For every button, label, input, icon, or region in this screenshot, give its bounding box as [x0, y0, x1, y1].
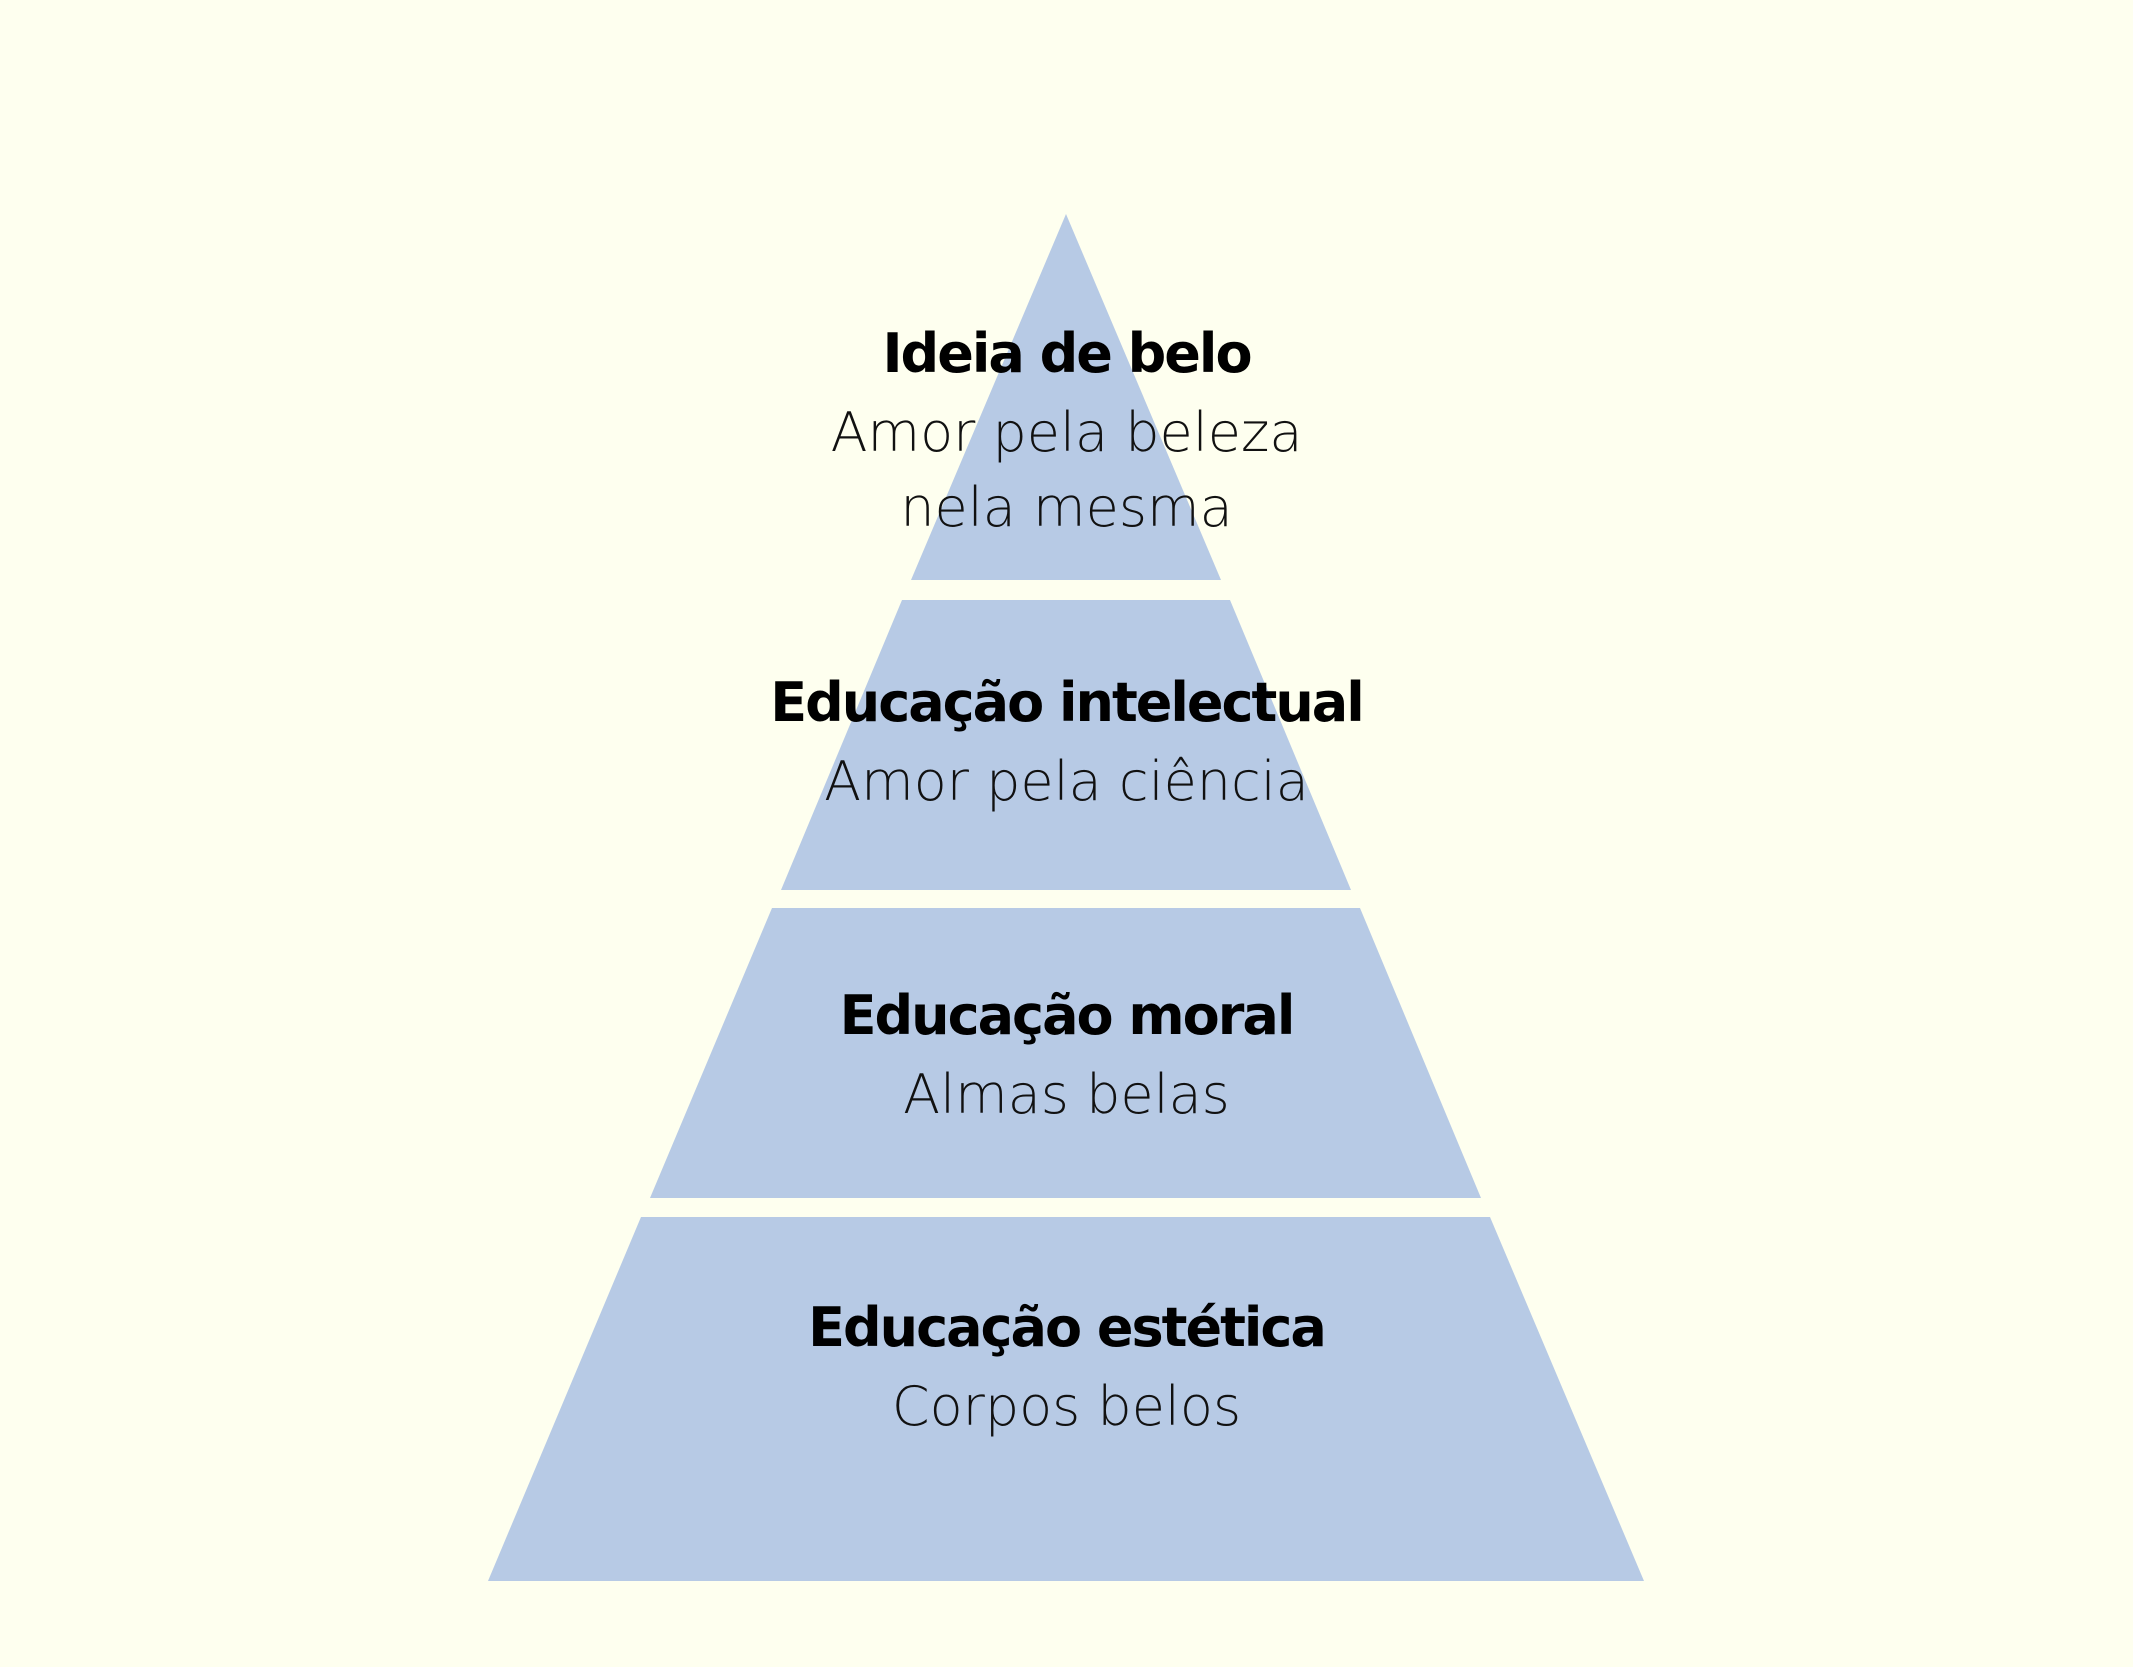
- tier-moral-text: Educação moral Almas belas: [0, 984, 2133, 1132]
- tier-top-shape: [911, 214, 1221, 580]
- tier-intellectual-title: Educação intelectual: [770, 671, 1365, 734]
- tier-top-subtitle-line-1: Amor pela beleza: [830, 400, 1303, 464]
- tier-aesthetic-text: Educação estética Corpos belos: [0, 1296, 2133, 1444]
- tier-aesthetic-title: Educação estética: [808, 1296, 1327, 1359]
- tier-aesthetic-shape: [488, 1217, 1644, 1581]
- tier-top-title: Ideia de belo: [882, 322, 1252, 385]
- tier-top-subtitle-line-2: nela mesma: [900, 476, 1233, 540]
- tier-top-text: Ideia de belo Amor pela beleza nela mesm…: [0, 322, 2133, 546]
- tier-intellectual-text: Educação intelectual Amor pela ciência: [0, 671, 2133, 819]
- tier-moral-shape: [650, 908, 1481, 1198]
- tier-aesthetic-subtitle: Corpos belos: [891, 1374, 1242, 1438]
- tier-moral-subtitle: Almas belas: [903, 1062, 1230, 1126]
- tier-moral-title: Educação moral: [839, 984, 1296, 1047]
- tier-intellectual-subtitle: Amor pela ciência: [824, 749, 1309, 813]
- tier-intellectual-shape: [781, 600, 1351, 890]
